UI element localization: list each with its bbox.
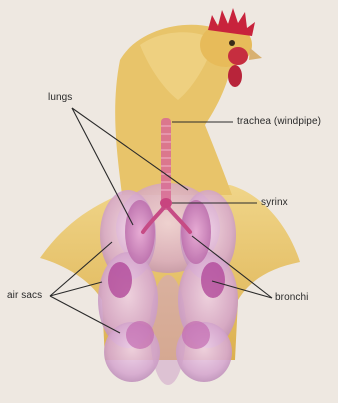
chicken-beak (249, 48, 262, 60)
syrinx (160, 198, 172, 208)
label-lungs: lungs (48, 92, 72, 103)
label-syrinx: syrinx (261, 197, 288, 208)
label-bronchi: bronchi (275, 292, 309, 303)
label-trachea: trachea (windpipe) (237, 116, 321, 127)
chicken-eye (229, 40, 235, 46)
label-air-sacs: air sacs (7, 290, 42, 301)
trachea (161, 118, 171, 210)
